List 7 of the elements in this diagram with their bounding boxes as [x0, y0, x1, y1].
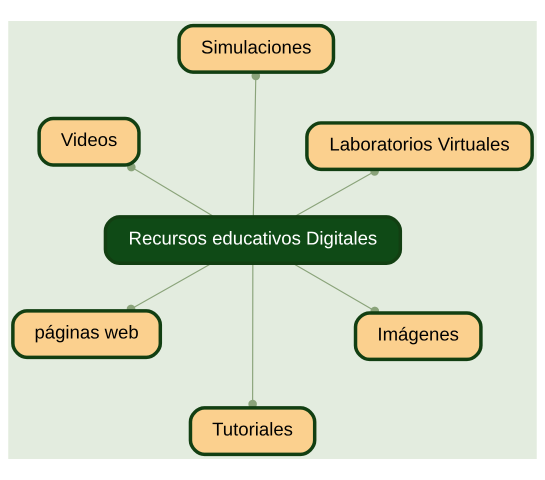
node-box: Recursos educativos Digitales	[104, 215, 402, 266]
node-box: Tutoriales	[188, 406, 316, 456]
node-box: Laboratorios Virtuales	[305, 121, 534, 172]
node-box: Simulaciones	[177, 24, 336, 74]
node-box: Videos	[37, 116, 141, 167]
node-box: Imágenes	[354, 311, 483, 362]
node-box: páginas web	[11, 309, 162, 360]
